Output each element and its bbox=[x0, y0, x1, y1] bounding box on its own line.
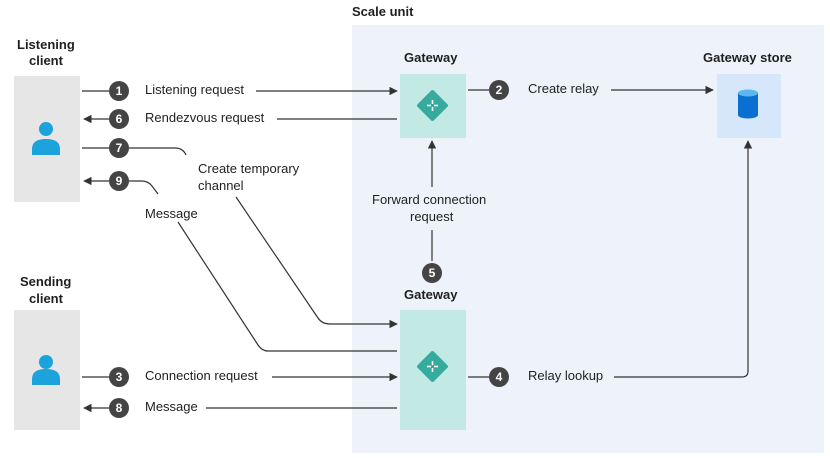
step-7-badge: 7 bbox=[109, 138, 129, 158]
listening-client-user-icon bbox=[32, 122, 60, 155]
connector-9-b bbox=[128, 180, 159, 195]
gateway-top-label: Gateway bbox=[404, 50, 458, 65]
connector-7-c bbox=[235, 196, 398, 329]
listening-client-box bbox=[14, 76, 80, 202]
scale-unit-label: Scale unit bbox=[352, 4, 414, 19]
step-4-label: Relay lookup bbox=[528, 368, 604, 383]
step-9-badge: 9 bbox=[109, 171, 129, 191]
step-2-badge: 2 bbox=[489, 80, 509, 100]
step-4-badge: 4 bbox=[489, 367, 509, 387]
step-8-label: Message bbox=[145, 399, 198, 414]
step-5-label-line2: request bbox=[410, 209, 454, 224]
step-7-label-line2: channel bbox=[198, 178, 244, 193]
gateway-bottom-label: Gateway bbox=[404, 287, 458, 302]
connector-9-a bbox=[177, 221, 397, 352]
step-8-badge: 8 bbox=[109, 398, 129, 418]
sending-client-label-line1: Sending bbox=[20, 274, 72, 289]
sending-client-label-line2: client bbox=[29, 291, 63, 306]
step-9-label: Message bbox=[145, 206, 198, 221]
gateway-store-label: Gateway store bbox=[703, 50, 792, 65]
step-5-label-line1: Forward connection bbox=[372, 192, 487, 207]
step-5-badge: 5 bbox=[422, 263, 442, 283]
step-7-label-line1: Create temporary bbox=[198, 161, 300, 176]
connector-4-b bbox=[614, 140, 753, 378]
listening-client-label-line1: Listening bbox=[17, 37, 75, 52]
step-3-label: Connection request bbox=[145, 368, 258, 383]
connector-7-b bbox=[128, 147, 187, 156]
step-2-label: Create relay bbox=[528, 81, 599, 96]
step-6-badge: 6 bbox=[109, 109, 129, 129]
step-1-label: Listening request bbox=[145, 82, 245, 97]
gateway-store-database-icon bbox=[738, 89, 758, 119]
step-1-badge: 1 bbox=[109, 81, 129, 101]
listening-client-label-line2: client bbox=[29, 53, 63, 68]
step-6-label: Rendezvous request bbox=[145, 110, 265, 125]
gateway-top-router-icon bbox=[417, 90, 448, 121]
step-3-badge: 3 bbox=[109, 367, 129, 387]
sending-client-user-icon bbox=[32, 355, 60, 385]
gateway-bottom-router-icon bbox=[417, 351, 448, 382]
